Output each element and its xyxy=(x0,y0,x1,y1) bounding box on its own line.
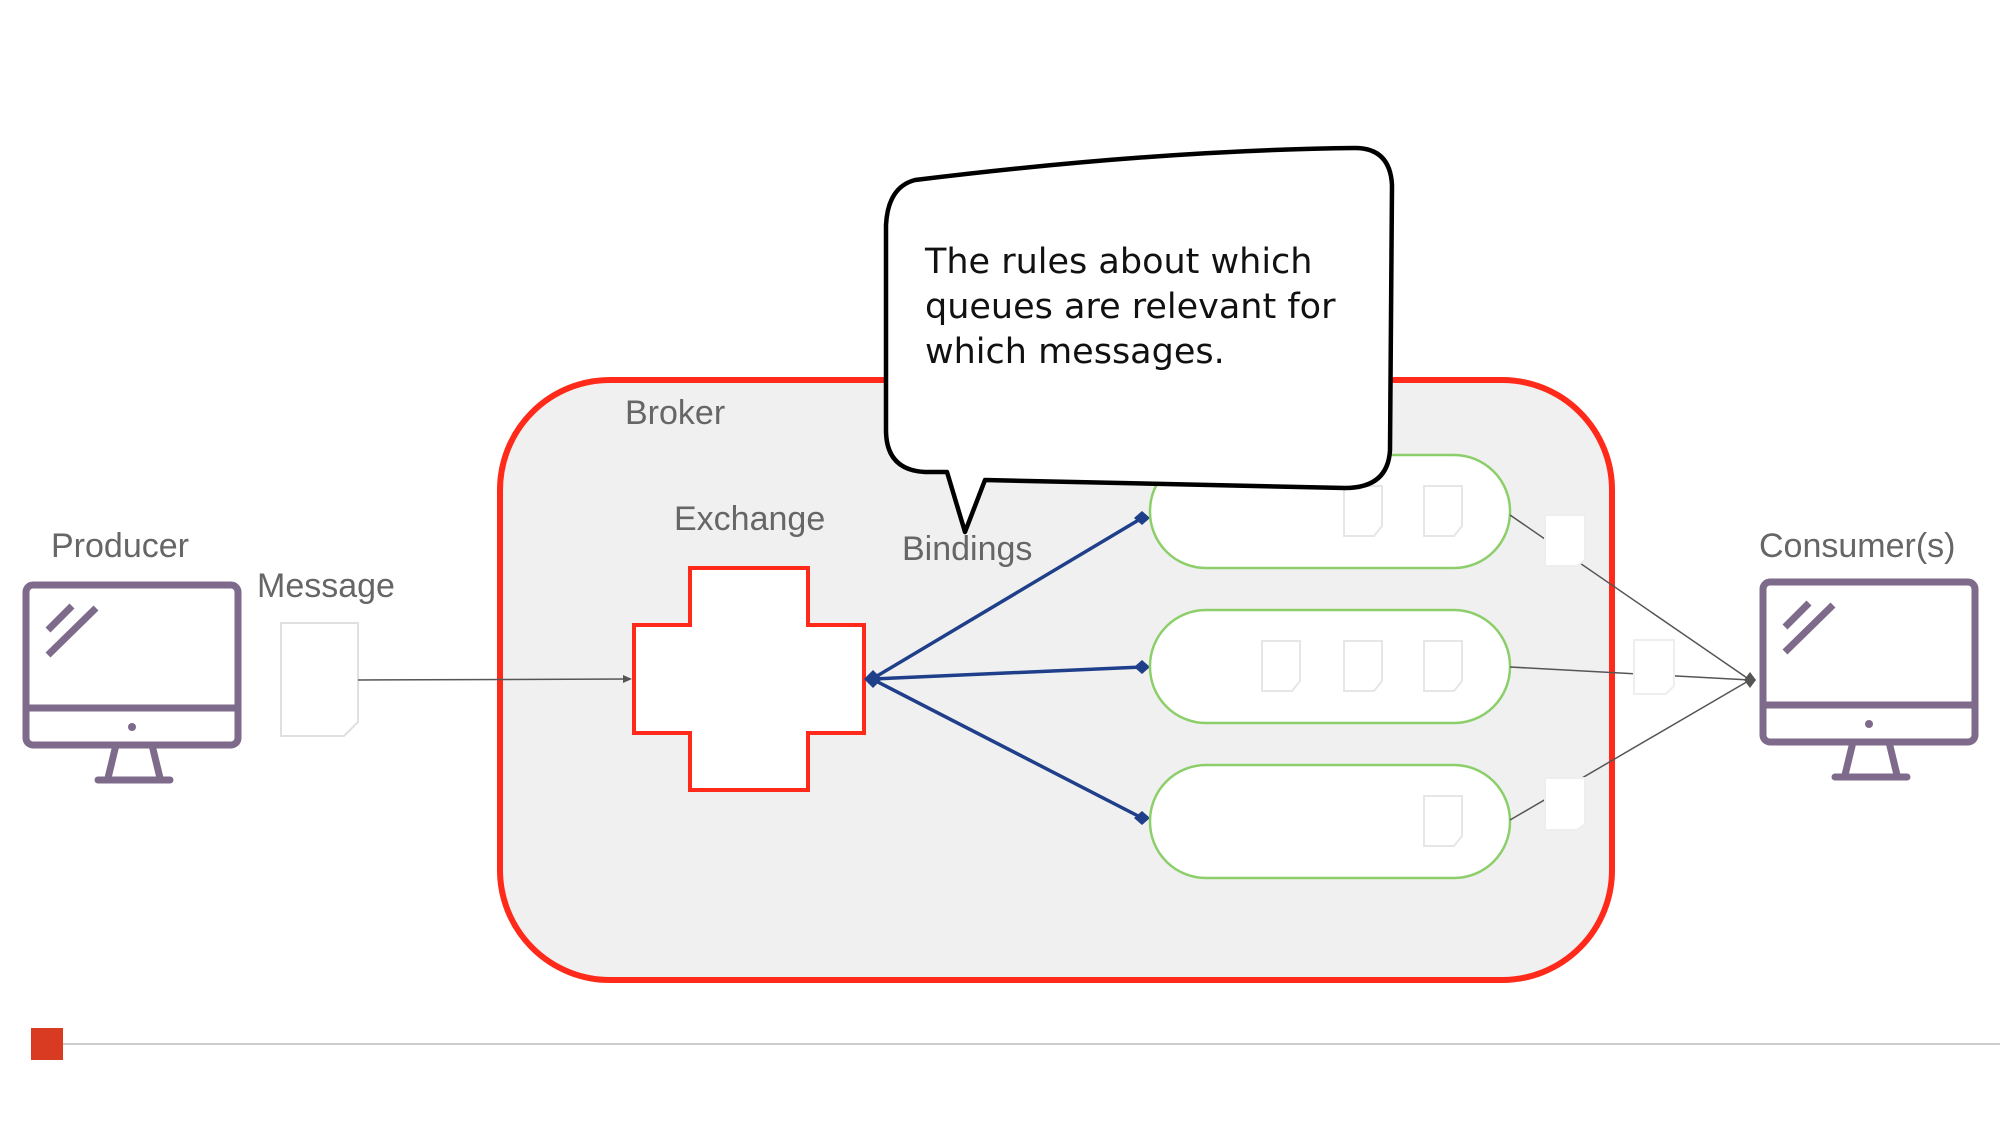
broker-label: Broker xyxy=(625,394,725,432)
callout-text-line-1: The rules about which xyxy=(924,242,1312,282)
message-label: Message xyxy=(257,567,395,605)
document-icon xyxy=(1261,640,1301,692)
binding-end-diamond xyxy=(1134,660,1150,674)
document-icon xyxy=(1544,514,1586,567)
document-icon xyxy=(1544,777,1586,831)
outgoing-messages xyxy=(1544,514,1675,831)
message-document-icon xyxy=(280,622,359,737)
producer-label: Producer xyxy=(51,527,189,565)
document-icon xyxy=(1423,640,1463,692)
callout-bubble xyxy=(883,145,1395,535)
exchange-label: Exchange xyxy=(674,500,825,538)
exchange-cross-icon xyxy=(632,566,866,792)
bindings-label: Bindings xyxy=(902,530,1032,568)
document-icon xyxy=(1633,639,1675,695)
callout-text-line-2: queues are relevant for xyxy=(925,287,1336,327)
queue-2 xyxy=(1148,608,1512,725)
consumer-computer-icon xyxy=(1759,578,1979,781)
queued-messages xyxy=(1261,485,1463,847)
binding-source-diamond xyxy=(864,670,882,688)
binding-end-diamond xyxy=(1134,811,1150,825)
document-icon xyxy=(1343,640,1383,692)
document-icon xyxy=(1423,795,1463,847)
document-icon xyxy=(1423,485,1463,537)
consumers-label: Consumer(s) xyxy=(1759,527,1955,565)
document-icon xyxy=(1343,485,1383,537)
bindings-lines xyxy=(871,516,1143,820)
producer-computer-icon xyxy=(22,581,242,784)
binding-end-diamond xyxy=(1134,511,1150,525)
queue-3 xyxy=(1148,763,1512,880)
callout-text-line-3: which messages. xyxy=(925,332,1225,372)
producer-to-exchange-arrow xyxy=(357,678,631,681)
slide-accent-square xyxy=(31,1028,63,1060)
